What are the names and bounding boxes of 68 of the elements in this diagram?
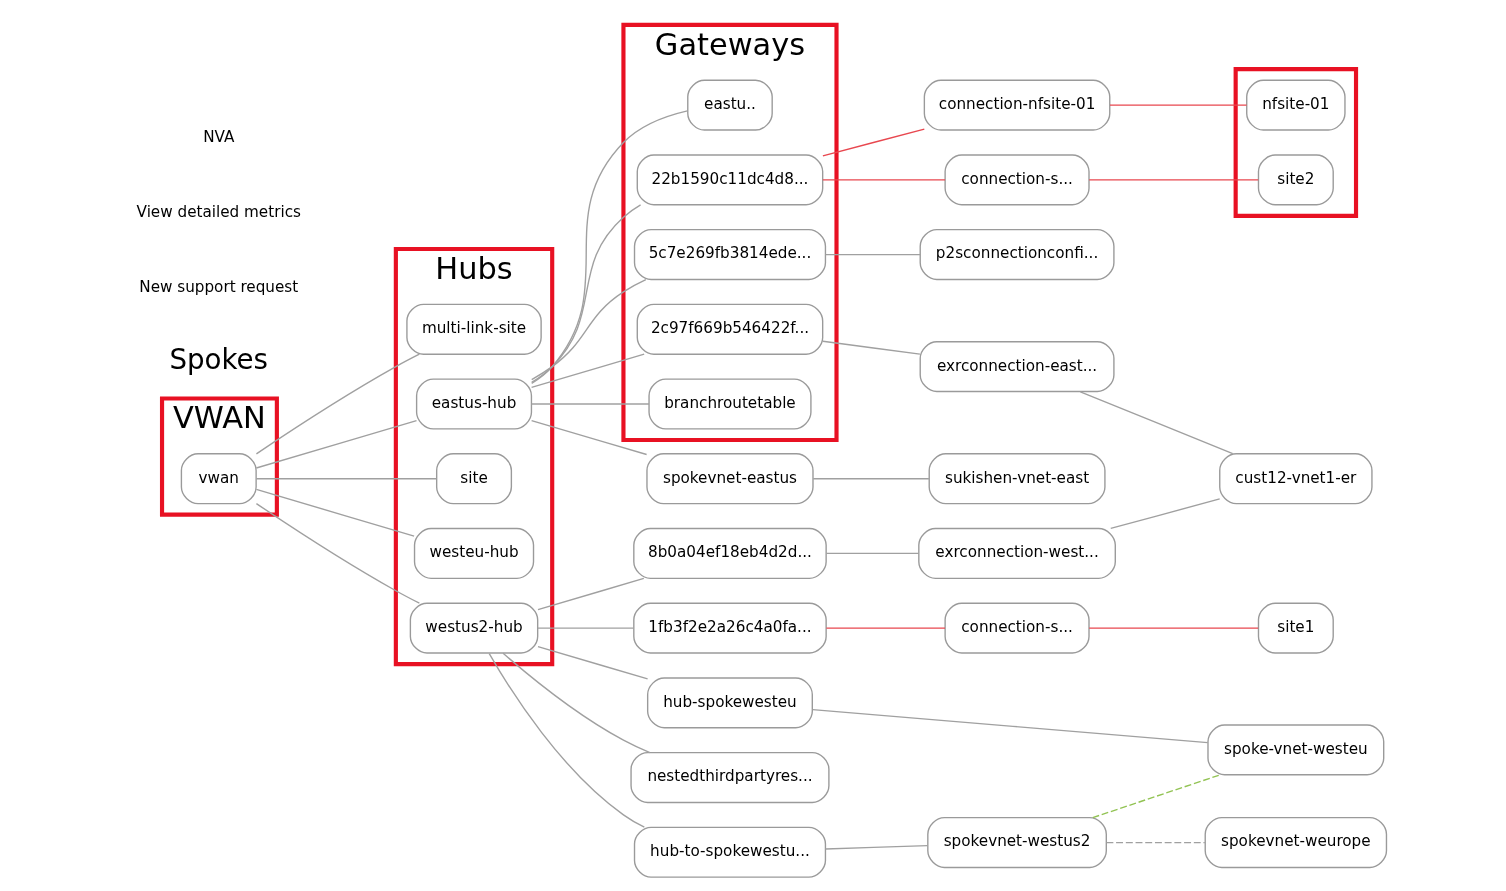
- node-box: cust12-vnet1-er: [1218, 453, 1373, 505]
- node-box: nestedthirdpartyres...: [629, 751, 830, 804]
- node-box: nfsite-01: [1245, 79, 1346, 131]
- connector: [821, 340, 921, 355]
- cluster: [1233, 67, 1358, 218]
- connector: [1091, 774, 1221, 819]
- connector: [536, 627, 634, 629]
- connector: [530, 403, 650, 405]
- connector: [824, 253, 921, 256]
- connector: [530, 279, 647, 381]
- node-box: site2: [1257, 154, 1334, 206]
- label: View detailed metrics: [136, 202, 301, 221]
- connector: [501, 652, 651, 754]
- node-box: westeu-hub: [413, 527, 534, 579]
- connector: [530, 204, 641, 383]
- connector: [811, 708, 1208, 744]
- connector: [536, 577, 644, 611]
- connector: [488, 652, 645, 828]
- node-box: branchroutetable: [647, 378, 812, 430]
- connector: [1105, 841, 1206, 844]
- connector: [821, 179, 946, 181]
- node-box: spokevnet-weurope: [1204, 816, 1387, 869]
- node-box: spokevnet-eastus: [645, 453, 814, 505]
- connector: [812, 478, 930, 480]
- node-box: hub-to-spokewestu...: [633, 826, 826, 878]
- node-box: eastus-hub: [415, 378, 532, 430]
- connector: [821, 128, 925, 157]
- connector: [530, 353, 645, 389]
- connector: [825, 552, 919, 555]
- label: NVA: [202, 128, 234, 147]
- node-box: sukishen-vnet-east: [928, 453, 1106, 505]
- connector: [1088, 179, 1259, 181]
- node-box: westus2-hub: [409, 602, 538, 654]
- node-box: hub-spokewesteu: [646, 677, 813, 729]
- connector: [255, 488, 415, 537]
- label: New support request: [138, 277, 298, 296]
- node-box: eastu..: [686, 79, 773, 131]
- connector: [824, 844, 928, 850]
- node-box: 2c97f669b546422f...: [636, 303, 823, 355]
- connector: [530, 110, 688, 385]
- connector: [825, 627, 946, 629]
- node-box: exrconnection-east...: [919, 341, 1115, 393]
- node-box: connection-nfsite-01: [923, 79, 1110, 131]
- connector: [255, 419, 417, 469]
- node-box: 1fb3f2e2a26c4a0fa...: [632, 602, 827, 654]
- connector: [255, 478, 437, 480]
- connector: [1079, 391, 1233, 455]
- node-box: spokevnet-westus2: [926, 816, 1107, 869]
- node-box: vwan: [180, 453, 257, 505]
- node-box: connection-s...: [943, 154, 1090, 206]
- node-box: 22b1590c11dc4d8...: [636, 154, 823, 206]
- node-box: site: [435, 453, 512, 505]
- node-box: spoke-vnet-westeu: [1206, 724, 1384, 776]
- node-box: 8b0a04ef18eb4d2d...: [632, 527, 827, 579]
- node-box: site1: [1257, 602, 1334, 654]
- connector: [255, 502, 420, 604]
- connector: [530, 419, 647, 456]
- connector: [1109, 498, 1220, 530]
- node-box: 5c7e269fb3814ede...: [633, 229, 826, 281]
- connector: [255, 353, 420, 455]
- node-box: p2sconnectionconfi...: [919, 229, 1115, 281]
- node-box: exrconnection-west...: [917, 527, 1116, 579]
- node-box: connection-s...: [943, 602, 1090, 654]
- label: Spokes: [169, 343, 268, 377]
- connector: [1108, 104, 1247, 106]
- connector: [1088, 627, 1259, 629]
- connector: [536, 645, 648, 680]
- node-box: multi-link-site: [405, 303, 542, 355]
